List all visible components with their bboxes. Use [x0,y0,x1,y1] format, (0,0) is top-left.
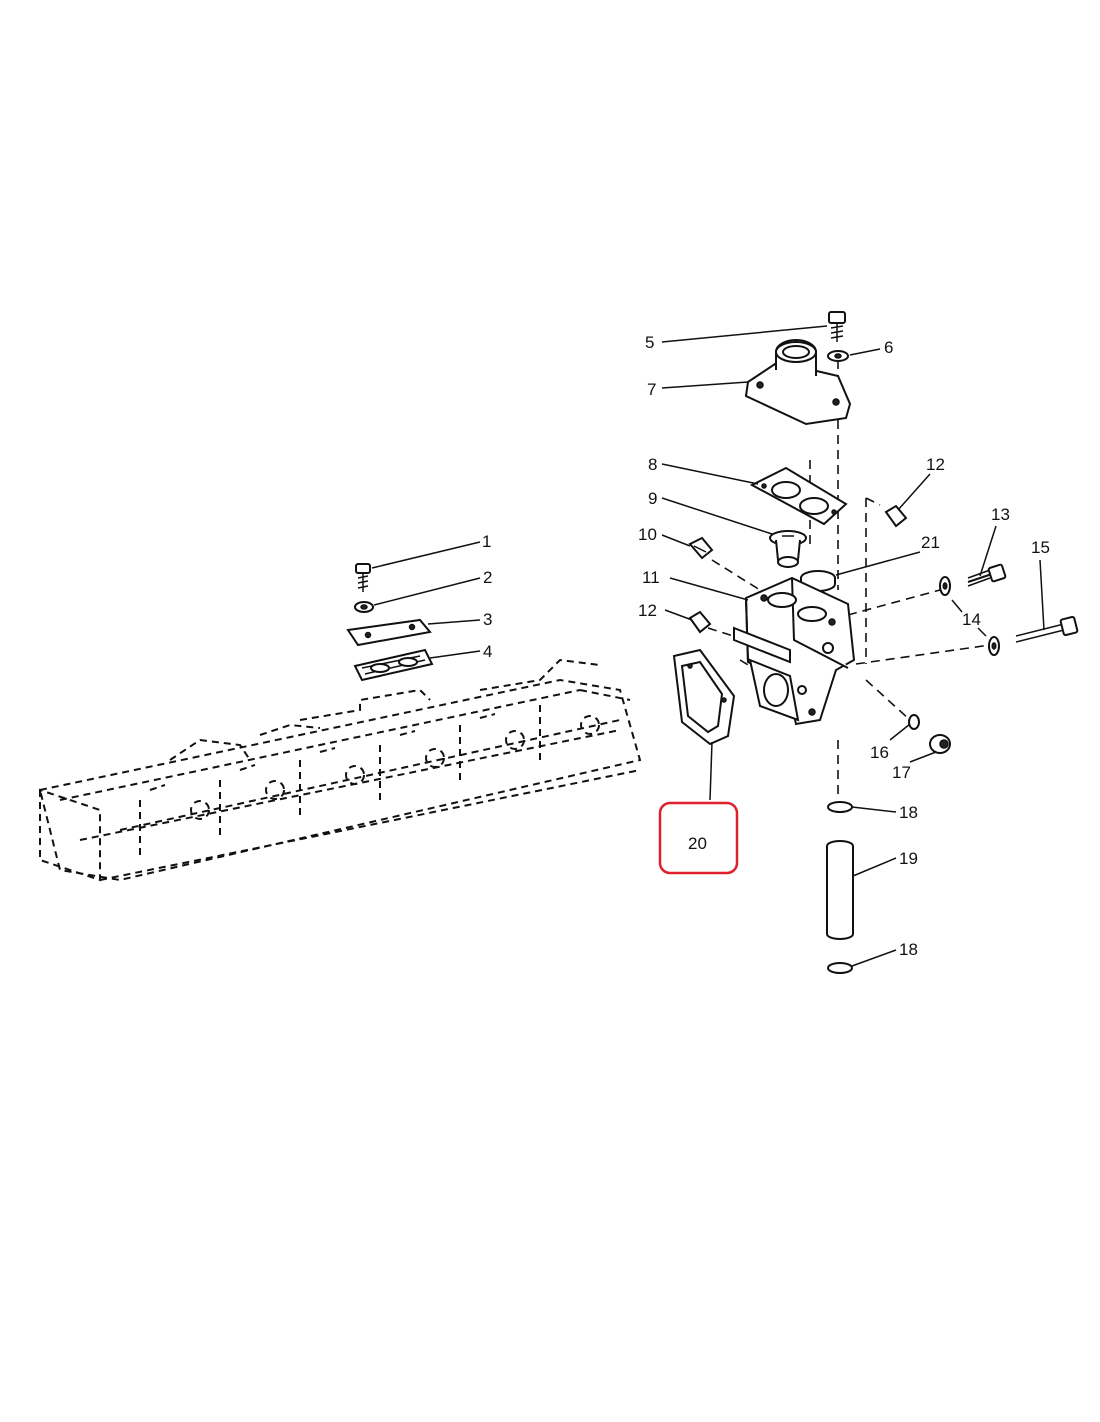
callout-14: 14 [962,610,981,629]
washer-part-2 [354,601,374,613]
callout-12-lower: 12 [638,601,657,620]
callout-10: 10 [638,525,657,544]
plug-part-10 [688,536,714,560]
callout-12-upper: 12 [926,455,945,474]
gasket-part-20 [672,648,736,746]
callout-8: 8 [648,455,657,474]
callout-5: 5 [645,333,654,352]
callout-21: 21 [921,533,940,552]
bolt-part-13 [967,563,1007,587]
callout-18-upper: 18 [899,803,918,822]
washer-part-6 [827,350,849,362]
tube-part-19 [826,840,854,940]
callout-17: 17 [892,763,911,782]
leader-lines [371,325,1045,967]
callout-labels: 1 2 3 4 5 6 7 8 9 10 11 12 12 21 13 15 1… [482,333,1050,959]
callout-16: 16 [870,743,889,762]
thermostat-part-9 [769,530,807,568]
callout-9: 9 [648,489,657,508]
plug-part-17 [929,734,951,754]
callout-3: 3 [483,610,492,629]
bolt-part-15 [1015,615,1079,643]
washer-part-16 [908,714,920,730]
bolt-part-1 [355,563,371,592]
callout-19: 19 [899,849,918,868]
o-ring-part-18-upper [827,801,853,813]
o-ring-part-18-lower [827,962,853,974]
bolt-part-5 [828,311,846,342]
callout-20: 20 [688,834,707,853]
washer-part-14-upper [939,576,951,596]
plug-part-12-upper [884,504,908,528]
plug-part-12-lower [688,610,712,634]
plate-part-3 [346,618,432,647]
callout-4: 4 [483,642,492,661]
highlight-box [658,801,739,875]
callout-6: 6 [884,338,893,357]
seal-part-21 [800,570,836,592]
callout-15: 15 [1031,538,1050,557]
washer-part-14-lower [988,636,1000,656]
callout-2: 2 [483,568,492,587]
callout-18-lower: 18 [899,940,918,959]
gasket-part-8 [749,466,848,526]
callout-13: 13 [991,505,1010,524]
housing-part-11 [733,576,856,726]
cylinder-head-phantom [38,658,642,882]
callout-11: 11 [642,568,660,587]
callout-7: 7 [647,380,656,399]
gasket-part-4 [353,648,434,682]
outlet-elbow-part-7 [744,339,852,426]
callout-1: 1 [482,532,491,551]
